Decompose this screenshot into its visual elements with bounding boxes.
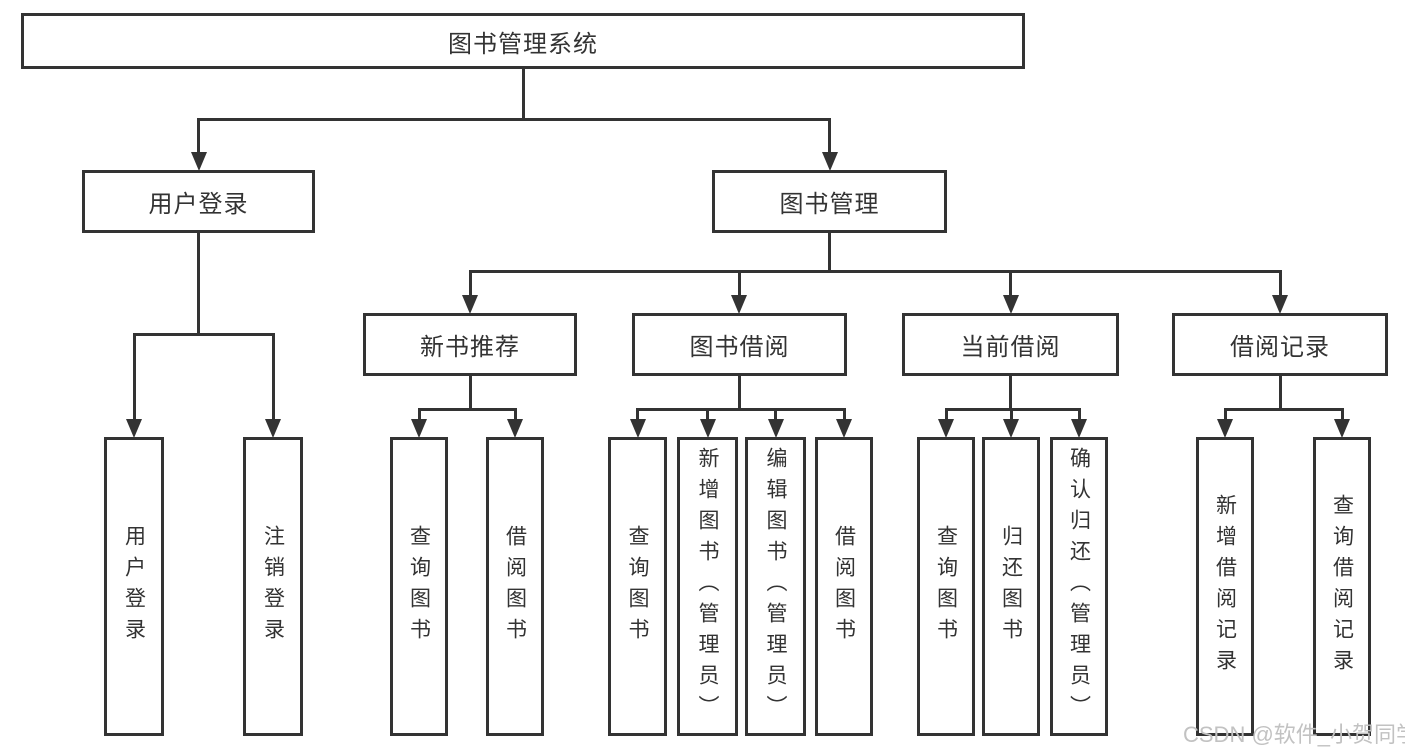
arrow-down-icon [265, 419, 281, 438]
leaf-borrow-books-rec: 借阅图书 [486, 437, 544, 736]
leaf-add-books-admin-label: 新增图书（管理员） [696, 447, 719, 726]
connector-drop-leaf8 [842, 408, 846, 421]
connector-drop-leaf5 [636, 408, 639, 421]
leaf-query-borrow-record: 查询借阅记录 [1313, 437, 1371, 736]
leaf-add-books-admin: 新增图书（管理员） [677, 437, 738, 736]
connector-drop-user-login [197, 118, 200, 154]
connector-borrow-records-stem [1278, 374, 1282, 411]
connector-drop-borrow-records [1278, 270, 1282, 297]
arrow-down-icon [190, 152, 207, 171]
connector-drop-current-borrow [1009, 270, 1012, 297]
leaf-confirm-return-admin: 确认归还（管理员） [1050, 437, 1108, 736]
arrow-down-icon [731, 295, 747, 314]
connector-drop-book-mgmt [828, 118, 831, 154]
arrow-down-icon [836, 419, 852, 438]
leaf-return-books-label: 归还图书 [999, 524, 1023, 649]
arrow-down-icon [1002, 295, 1019, 314]
node-current-borrow: 当前借阅 [902, 313, 1119, 376]
leaf-confirm-return-admin-label: 确认归还（管理员） [1067, 447, 1091, 726]
arrow-down-icon [1003, 419, 1019, 438]
connector-book-borrow-stem [737, 374, 741, 411]
connector-drop-leaf4 [513, 408, 517, 421]
arrow-down-icon [1217, 419, 1233, 438]
connector-current-borrow-branch [944, 408, 1081, 411]
leaf-query-books-current-label: 查询图书 [934, 524, 958, 649]
node-new-book-rec-label: 新书推荐 [420, 334, 520, 361]
node-user-login-label: 用户登录 [148, 191, 249, 218]
leaf-edit-books-admin: 编辑图书（管理员） [745, 437, 806, 736]
connector-drop-leaf9 [944, 408, 948, 421]
connector-book-borrow-branch [636, 408, 846, 411]
node-new-book-rec: 新书推荐 [363, 313, 577, 376]
node-current-borrow-label: 当前借阅 [960, 334, 1061, 361]
arrow-down-icon [629, 419, 646, 438]
leaf-add-borrow-record: 新增借阅记录 [1196, 437, 1254, 736]
leaf-return-books: 归还图书 [982, 437, 1040, 736]
connector-drop-leaf6 [706, 408, 709, 421]
arrow-down-icon [126, 419, 142, 438]
leaf-query-books-borrow: 查询图书 [608, 437, 667, 736]
connector-new-book-rec-branch [417, 408, 517, 411]
connector-l2-branch [197, 118, 831, 121]
connector-drop-new-book-rec [468, 270, 472, 297]
connector-root-stem [521, 67, 525, 121]
leaf-edit-books-admin-label: 编辑图书（管理员） [764, 447, 787, 726]
watermark: CSDN @软件_小贺同学 [1183, 722, 1405, 747]
connector-borrow-records-branch [1223, 408, 1344, 411]
leaf-borrow-books: 借阅图书 [815, 437, 873, 736]
arrow-down-icon [1334, 419, 1350, 438]
leaf-query-books-rec: 查询图书 [390, 437, 448, 736]
connector-drop-leaf3 [417, 408, 421, 421]
leaf-query-books-current: 查询图书 [917, 437, 975, 736]
connector-user-login-stem [197, 231, 200, 336]
leaf-query-borrow-record-label: 查询借阅记录 [1330, 493, 1354, 680]
connector-user-login-branch [132, 333, 275, 336]
node-book-borrow: 图书借阅 [632, 313, 847, 376]
connector-drop-leaf7 [774, 408, 777, 421]
connector-new-book-rec-stem [468, 374, 472, 411]
connector-drop-leaf2 [271, 333, 275, 421]
leaf-logout-label: 注销登录 [261, 524, 285, 649]
arrow-down-icon [1272, 295, 1288, 314]
connector-drop-leaf1 [132, 333, 136, 421]
arrow-down-icon [767, 419, 784, 438]
connector-current-borrow-stem [1009, 374, 1012, 411]
leaf-user-login-label: 用户登录 [122, 524, 146, 649]
connector-drop-leaf13 [1340, 408, 1344, 421]
arrow-down-icon [938, 419, 954, 438]
arrow-down-icon [462, 295, 478, 314]
arrow-down-icon [699, 419, 716, 438]
connector-drop-leaf11 [1077, 408, 1081, 421]
node-root: 图书管理系统 [21, 13, 1025, 69]
leaf-borrow-books-rec-label: 借阅图书 [503, 524, 527, 649]
connector-drop-leaf10 [1009, 408, 1013, 421]
arrow-down-icon [1071, 419, 1087, 438]
node-borrow-records: 借阅记录 [1172, 313, 1388, 376]
leaf-user-login: 用户登录 [104, 437, 164, 736]
connector-l3-branch [468, 270, 1282, 273]
connector-drop-leaf12 [1223, 408, 1227, 421]
node-user-login: 用户登录 [82, 170, 315, 233]
node-borrow-records-label: 借阅记录 [1230, 334, 1330, 361]
leaf-query-books-borrow-label: 查询图书 [626, 524, 649, 649]
leaf-borrow-books-label: 借阅图书 [832, 524, 856, 649]
arrow-down-icon [507, 419, 523, 438]
arrow-down-icon [411, 419, 427, 438]
connector-drop-book-borrow [737, 270, 741, 297]
connector-book-mgmt-stem [828, 231, 831, 273]
node-root-label: 图书管理系统 [448, 30, 598, 58]
node-book-mgmt-label: 图书管理 [779, 191, 880, 218]
node-book-borrow-label: 图书借阅 [689, 334, 790, 361]
node-book-mgmt: 图书管理 [712, 170, 947, 233]
leaf-logout: 注销登录 [243, 437, 303, 736]
arrow-down-icon [821, 152, 838, 171]
leaf-add-borrow-record-label: 新增借阅记录 [1213, 493, 1237, 680]
leaf-query-books-rec-label: 查询图书 [407, 524, 431, 649]
